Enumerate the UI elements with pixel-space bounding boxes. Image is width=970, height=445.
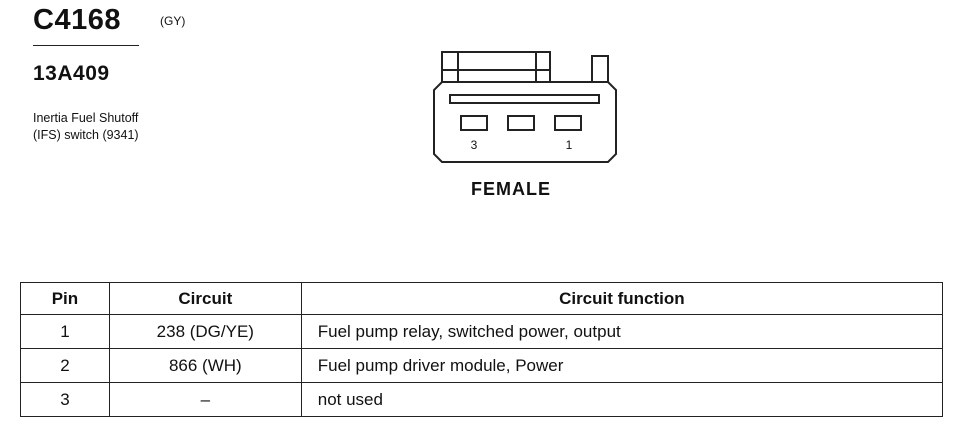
pin-cell: 1: [20, 314, 110, 349]
component-description: Inertia Fuel Shutoff (IFS) switch (9341): [33, 110, 139, 144]
function-cell: not used: [300, 382, 944, 417]
header-pin: Pin: [20, 282, 110, 315]
part-number: 13A409: [33, 62, 110, 85]
table-header-row: Pin Circuit Circuit function: [20, 282, 944, 315]
pin-label-3: 3: [471, 138, 478, 152]
connector-id: C4168: [33, 4, 121, 36]
pin-cavity-1: [554, 115, 582, 131]
pin-table: Pin Circuit Circuit function 1 238 (DG/Y…: [20, 282, 944, 417]
table-row: 1 238 (DG/YE) Fuel pump relay, switched …: [20, 314, 944, 349]
keying-bar: [449, 94, 600, 104]
pin-label-1: 1: [566, 138, 573, 152]
function-cell: Fuel pump driver module, Power: [300, 348, 944, 383]
circuit-cell: 238 (DG/YE): [108, 314, 302, 349]
table-row: 3 – not used: [20, 382, 944, 417]
connector-view-label: FEMALE: [471, 179, 551, 199]
header-circuit: Circuit: [108, 282, 302, 315]
pin-cell: 3: [20, 382, 110, 417]
description-line-2: (IFS) switch (9341): [33, 128, 139, 142]
description-line-1: Inertia Fuel Shutoff: [33, 111, 139, 125]
pin-cell: 2: [20, 348, 110, 383]
pin-cavity-3: [460, 115, 488, 131]
pin-cavity-2: [507, 115, 535, 131]
connector-color-code: (GY): [160, 14, 186, 28]
header-circuit-function: Circuit function: [300, 282, 944, 315]
table-row: 2 866 (WH) Fuel pump driver module, Powe…: [20, 348, 944, 383]
circuit-cell: –: [108, 382, 302, 417]
circuit-cell: 866 (WH): [108, 348, 302, 383]
connector-face-diagram: 3 1: [433, 51, 617, 163]
divider: [33, 45, 139, 46]
function-cell: Fuel pump relay, switched power, output: [300, 314, 944, 349]
